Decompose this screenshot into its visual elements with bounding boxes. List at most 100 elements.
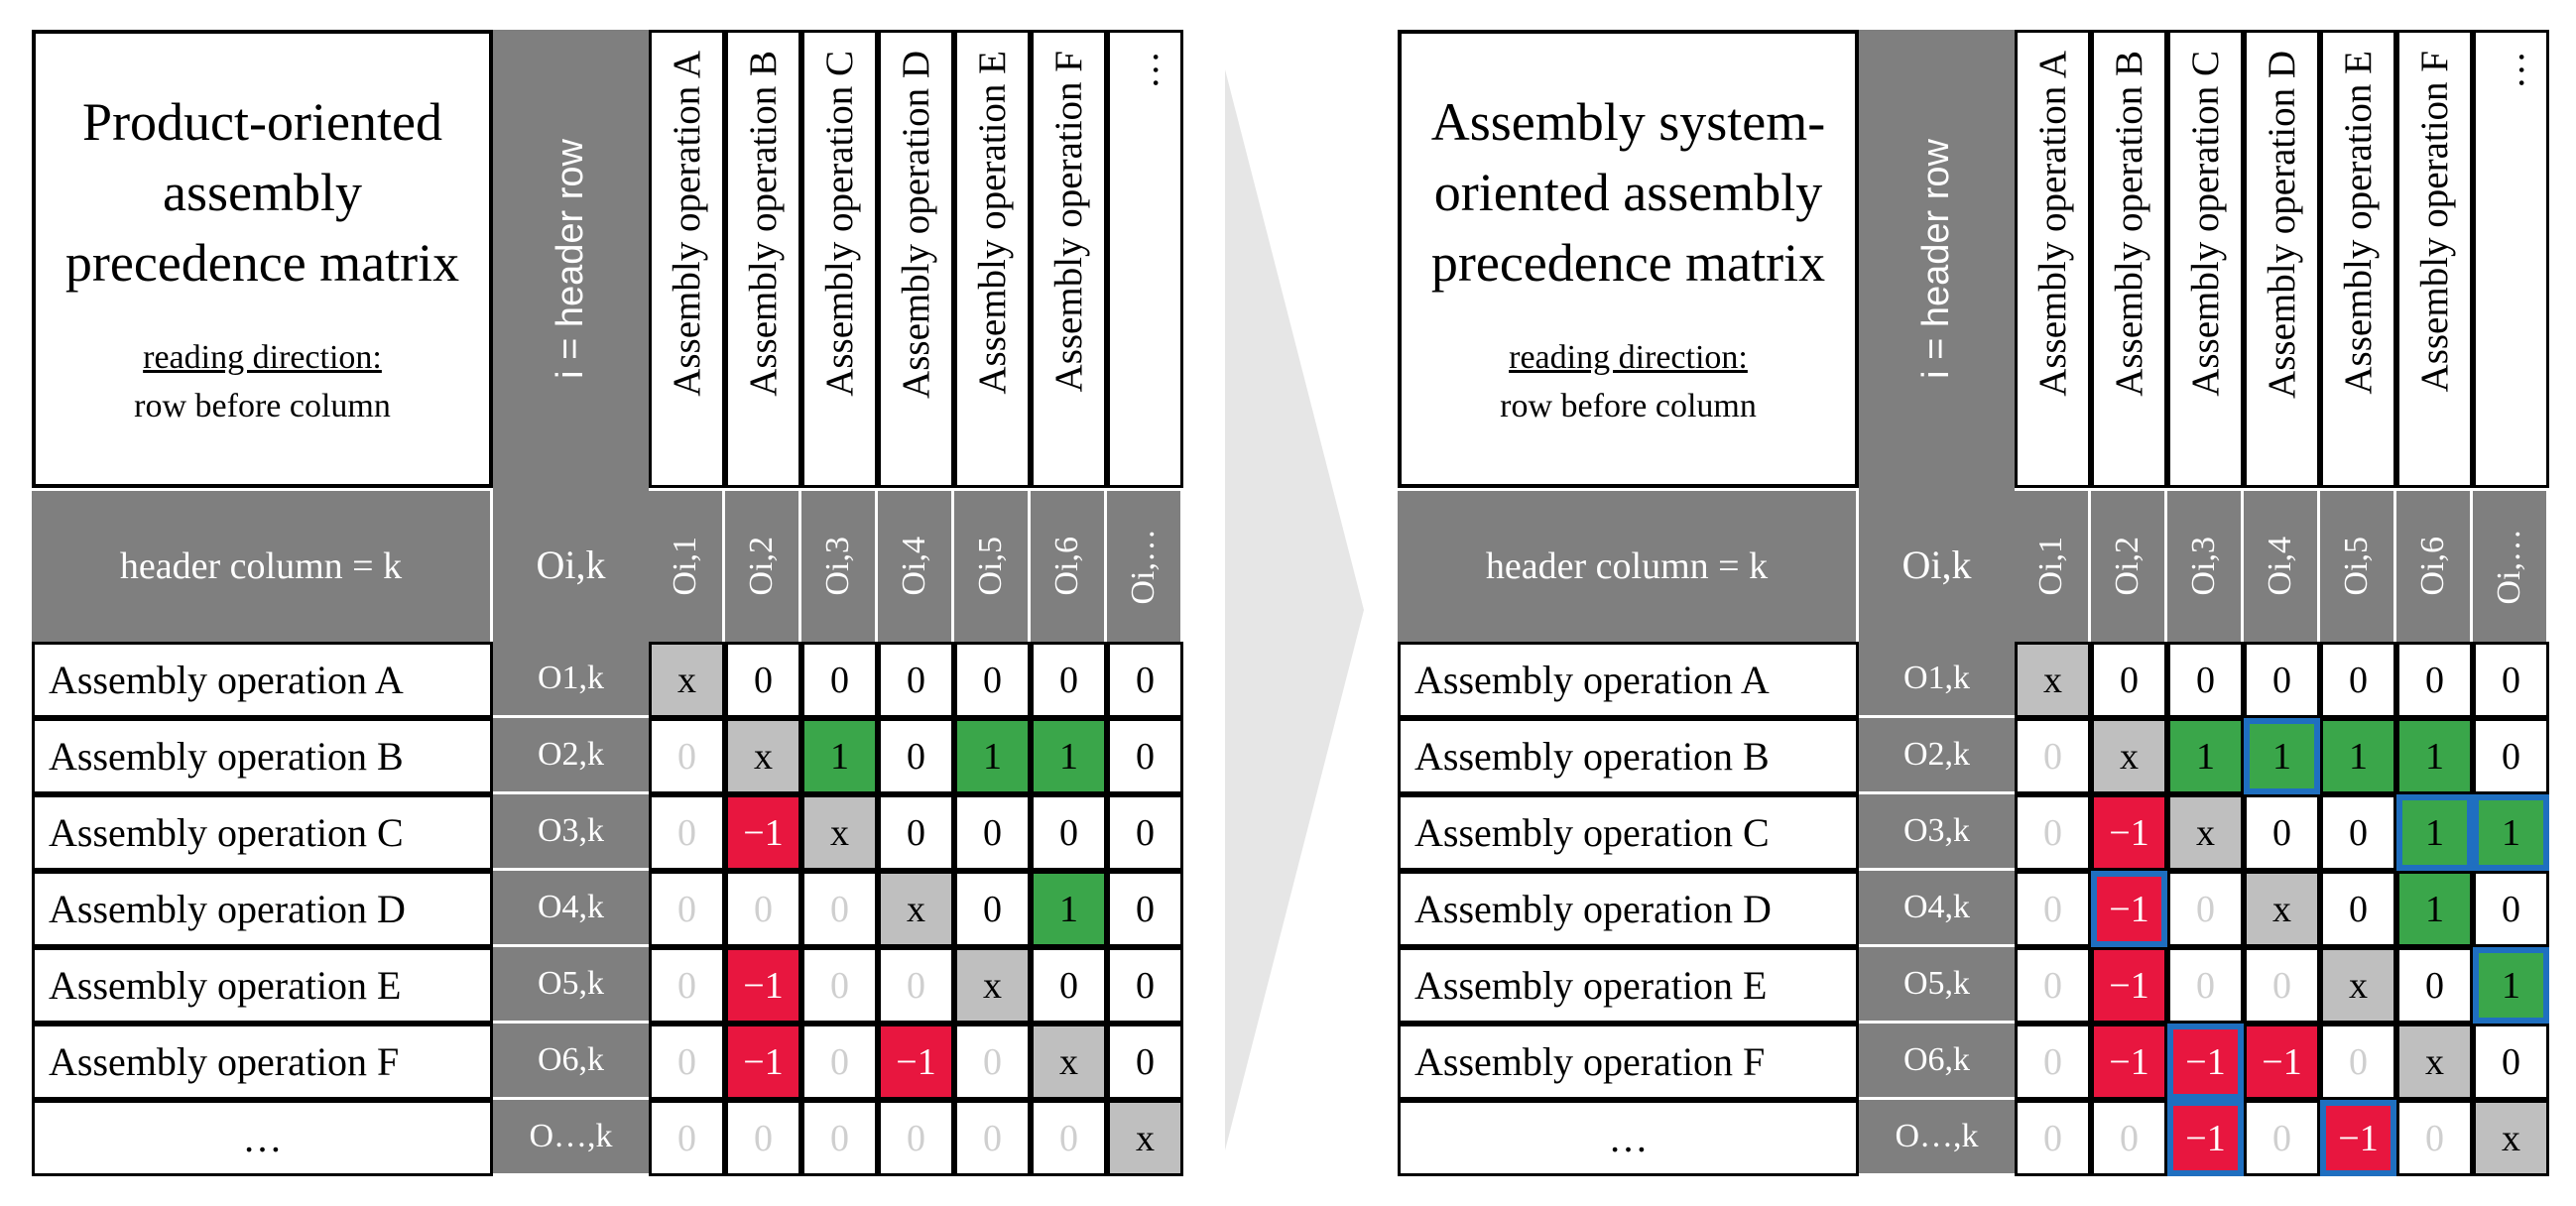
matrix-cell: 0 (2167, 642, 2244, 718)
matrix-cell: x (1107, 1100, 1183, 1176)
column-header: Assembly operation C (2167, 30, 2244, 488)
matrix-cell: 0 (1031, 794, 1107, 871)
matrix-cell: 0 (2015, 718, 2091, 794)
header-row-label: i = header row (493, 30, 649, 488)
matrix-cell: 0 (2473, 642, 2549, 718)
matrix-cell: x (2091, 718, 2167, 794)
matrix-cell: 1 (2473, 794, 2549, 871)
matrix-cell: −1 (878, 1024, 954, 1100)
column-subheader: Oi,3 (2167, 488, 2244, 642)
reading-direction: reading direction:row before column (134, 333, 391, 431)
matrix-cell: 1 (1031, 718, 1107, 794)
matrix-cell: −1 (725, 947, 801, 1024)
column-header: Assembly operation A (2015, 30, 2091, 488)
matrix-cell: 0 (2015, 871, 2091, 947)
row-label: … (32, 1100, 493, 1176)
matrix-cell: 0 (2015, 794, 2091, 871)
row-label: Assembly operation E (32, 947, 493, 1024)
column-subheader: Oi,… (1107, 488, 1183, 642)
matrix-cell: 0 (878, 794, 954, 871)
matrix-cell: 0 (2473, 718, 2549, 794)
header-row-label-text: i = header row (550, 139, 591, 379)
matrix-cell: 0 (954, 1100, 1031, 1176)
matrix-cell: 0 (878, 947, 954, 1024)
column-header: Assembly operation D (878, 30, 954, 488)
row-o-label: O3,k (493, 794, 649, 871)
matrix-cell: 0 (2244, 1100, 2320, 1176)
matrix-cell: 0 (2015, 947, 2091, 1024)
column-header-text: Assembly operation A (2031, 51, 2074, 397)
column-subheader: Oi,5 (2320, 488, 2396, 642)
column-header-text: Assembly operation E (971, 51, 1014, 395)
matrix-cell: 0 (801, 871, 878, 947)
matrix-cell: x (2015, 642, 2091, 718)
column-subheader: Oi,2 (725, 488, 801, 642)
column-header: Assembly operation D (2244, 30, 2320, 488)
column-header: Assembly operation F (1031, 30, 1107, 488)
matrix-cell: 1 (2396, 794, 2473, 871)
oik-label: Oi,k (1859, 488, 2015, 642)
row-o-label: O…,k (493, 1100, 649, 1176)
row-label: Assembly operation A (32, 642, 493, 718)
transition-arrow-icon (1225, 69, 1364, 1150)
column-subheader-text: Oi,3 (2185, 537, 2222, 596)
column-header-text: Assembly operation C (818, 51, 861, 397)
matrix-title: Assembly system-oriented assembly preced… (1430, 91, 1826, 294)
column-subheader: Oi,… (2473, 488, 2549, 642)
matrix-cell: 0 (649, 1024, 725, 1100)
row-o-label: O…,k (1859, 1100, 2015, 1176)
matrix-title-box: Assembly system-oriented assembly preced… (1398, 30, 1859, 488)
matrix-cell: −1 (2167, 1024, 2244, 1100)
matrix-cell: −1 (2091, 871, 2167, 947)
row-o-label: O5,k (1859, 947, 2015, 1024)
matrix-cell: 0 (2244, 794, 2320, 871)
column-subheader-text: Oi,2 (2109, 537, 2146, 596)
oik-label: Oi,k (493, 488, 649, 642)
matrix-cell: 0 (2015, 1024, 2091, 1100)
row-o-label: O4,k (1859, 871, 2015, 947)
matrix-cell: 0 (2473, 1024, 2549, 1100)
matrix-cell: x (2473, 1100, 2549, 1176)
matrix-cell: x (954, 947, 1031, 1024)
matrix-cell: 0 (2320, 871, 2396, 947)
reading-direction-value: row before column (134, 387, 391, 424)
column-subheader-text: Oi,5 (972, 537, 1009, 596)
column-header-text: Assembly operation F (2413, 51, 2456, 393)
matrix-cell: 0 (1107, 871, 1183, 947)
column-header-text: Assembly operation E (2337, 51, 2380, 395)
row-o-label: O1,k (493, 642, 649, 718)
matrix-title-box: Product-oriented assembly precedence mat… (32, 30, 493, 488)
row-label: Assembly operation C (1398, 794, 1859, 871)
header-column-label: header column = k (1398, 488, 1859, 642)
matrix-cell: 1 (1031, 871, 1107, 947)
column-subheader-text: Oi,4 (896, 537, 932, 596)
matrix-cell: 0 (878, 718, 954, 794)
column-subheader-text: Oi,1 (667, 537, 703, 596)
matrix-cell: 1 (2473, 947, 2549, 1024)
matrix-cell: 0 (1107, 947, 1183, 1024)
row-label: Assembly operation D (32, 871, 493, 947)
row-label: Assembly operation B (1398, 718, 1859, 794)
matrix-cell: −1 (2091, 1024, 2167, 1100)
column-header: Assembly operation A (649, 30, 725, 488)
reading-direction-label: reading direction: (1509, 338, 1748, 376)
row-o-label: O3,k (1859, 794, 2015, 871)
matrix-cell: 0 (801, 1100, 878, 1176)
matrix-cell: 0 (2244, 947, 2320, 1024)
column-subheader-text: Oi,3 (819, 537, 856, 596)
row-label: Assembly operation C (32, 794, 493, 871)
column-header: Assembly operation E (954, 30, 1031, 488)
matrix-cell: 0 (1107, 718, 1183, 794)
matrix-cell: 0 (2320, 642, 2396, 718)
column-subheader-text: Oi,1 (2032, 537, 2069, 596)
row-label: Assembly operation B (32, 718, 493, 794)
matrix-cell: 0 (649, 718, 725, 794)
column-header-text: Assembly operation D (895, 51, 937, 399)
column-subheader: Oi,6 (1031, 488, 1107, 642)
reading-direction-value: row before column (1500, 387, 1757, 424)
column-subheader: Oi,2 (2091, 488, 2167, 642)
matrix-cell: 0 (801, 642, 878, 718)
column-subheader: Oi,1 (2015, 488, 2091, 642)
matrix-cell: x (1031, 1024, 1107, 1100)
matrix-cell: 0 (2396, 642, 2473, 718)
